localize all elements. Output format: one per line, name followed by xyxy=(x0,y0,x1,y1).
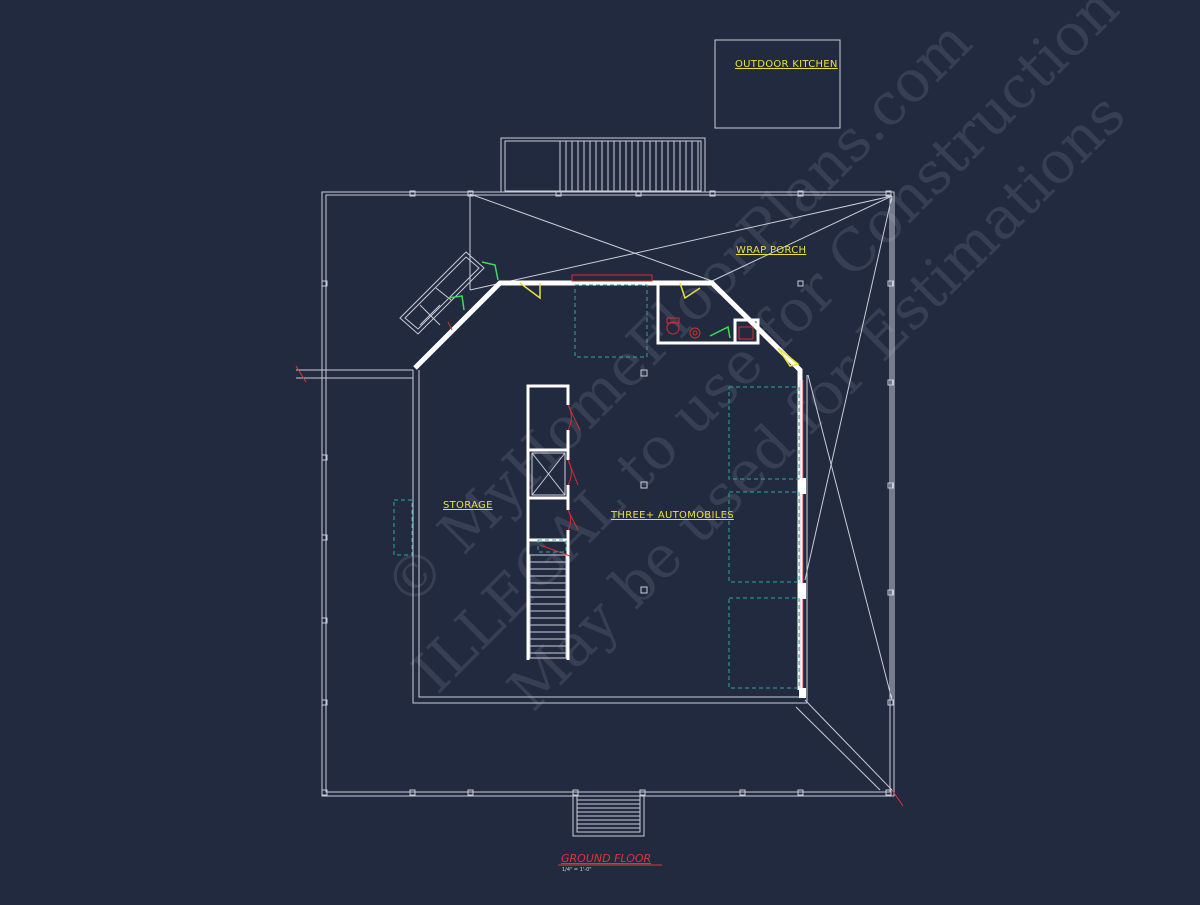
drawing-title: GROUND FLOOR 1/4" = 1'-0" xyxy=(558,852,662,873)
door-swings xyxy=(447,274,754,557)
building-walls xyxy=(399,251,808,704)
label-wrap-porch: WRAP PORCH xyxy=(736,245,806,256)
rear-deck-stairs xyxy=(500,137,706,193)
title-scale: 1/4" = 1'-0" xyxy=(562,867,592,873)
label-outdoor-kitchen: OUTDOOR KITCHEN xyxy=(735,59,838,70)
front-stairs xyxy=(572,795,645,837)
label-storage: STORAGE xyxy=(443,500,493,511)
title-ground-floor: GROUND FLOOR xyxy=(561,852,651,865)
door-leaves xyxy=(447,261,800,367)
outdoor-kitchen xyxy=(714,39,841,129)
interior-columns xyxy=(640,369,648,594)
dashed-outlines xyxy=(393,284,800,689)
watermark: © MyHomeFloorPlans.com ILLEGAL to use fo… xyxy=(371,0,1138,723)
label-garage: THREE+ AUTOMOBILES xyxy=(610,510,734,521)
watermark-line-2: ILLEGAL to use for Construction xyxy=(399,0,1132,706)
stair-core xyxy=(526,384,570,660)
